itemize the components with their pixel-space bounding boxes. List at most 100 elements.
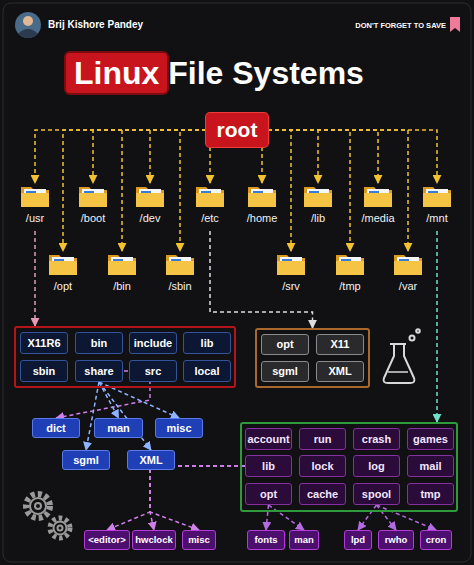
folder-back [21,187,49,207]
folder-back [136,187,164,207]
folder-front [336,261,364,275]
folder-icon [48,251,78,277]
folder-back [248,187,276,207]
node-label: man [294,535,314,545]
directory-box: cache [299,483,346,505]
dashed-connector [209,147,211,183]
folder-front [364,193,392,207]
dashed-connector [268,130,437,183]
node-label: tmp [420,488,440,500]
directory-box: man [289,530,319,550]
directory-box: lpd [344,530,372,550]
directory-box: crash [353,428,400,450]
node-label: /opt [54,280,72,292]
node-label: hwclock [135,535,173,545]
dashed-connector [107,466,245,530]
folder-back [108,255,136,275]
dashed-connector [86,382,99,450]
dashed-connector [261,147,263,183]
directory-box: fonts [247,530,285,550]
folder-icon [422,183,452,209]
folder-back [304,187,332,207]
folder-icon [165,251,195,277]
node-label: root [217,118,258,141]
folder-back [394,255,422,275]
node-label: misc [188,535,210,545]
folder-back [166,255,194,275]
directory-box: include [129,332,177,354]
node-label: include [134,337,173,349]
directory-box: lock [299,455,346,477]
directory-box: sgml [62,450,110,470]
folder-icon [393,251,423,277]
directory-box: local [183,360,231,382]
directory-box: XML [127,450,175,470]
directory-box: hwclock [132,530,176,550]
dashed-connector [358,505,377,530]
directory-box: XML [316,361,364,382]
node-label: share [84,365,113,377]
directory-box: account [245,428,292,450]
node-label: /sbin [168,280,191,292]
node-label: /bin [113,280,131,292]
directory-box: mail [407,455,454,477]
group-box: accountruncrashgamesliblocklogmailoptcac… [240,422,458,512]
folder-front [423,193,451,207]
dashed-connector [34,231,36,326]
folder-back [49,255,77,275]
dashed-connector [210,231,313,328]
folder-icon [107,251,137,277]
folder-node: /sbin [158,251,202,299]
group-box: optX11sgmlXML [255,328,370,388]
folder-icon [20,183,50,209]
node-label: opt [276,338,293,350]
node-label: account [247,433,289,445]
folder-front [394,261,422,275]
folder-front [49,261,77,275]
node-label: src [145,365,162,377]
node-label: cron [426,535,447,545]
dashed-connector [93,130,206,183]
node-label: rwho [385,535,408,545]
folder-node: /bin [100,251,144,299]
node-label: run [314,433,332,445]
node-label: log [368,460,385,472]
folder-icon [276,251,306,277]
folder-icon [335,251,365,277]
folder-front [196,193,224,207]
node-label: opt [260,488,277,500]
node-label: /lib [311,212,325,224]
node-label: /mnt [426,212,447,224]
flask-icon [384,329,420,383]
dashed-connector [150,466,245,530]
directory-box: misc [155,418,203,438]
folder-node: /boot [71,183,115,231]
folder-icon [78,183,108,209]
folder-back [364,187,392,207]
save-note: DON'T FORGET TO SAVE [355,21,446,30]
directory-box: cron [420,530,452,550]
folder-node: /dev [128,183,172,231]
node-label: crash [362,433,391,445]
folder-node: /var [386,251,430,299]
folder-front [21,193,49,207]
node-label: misc [166,422,191,434]
folder-icon [247,183,277,209]
folder-front [304,193,332,207]
node-label: /var [399,280,417,292]
dashed-connector [99,382,151,450]
folder-node: /usr [13,183,57,231]
dashed-connector [266,505,269,530]
folder-node: /etc [188,183,232,231]
folder-front [136,193,164,207]
author-name: Brij Kishore Pandey [48,19,143,30]
folder-node: /tmp [328,251,372,299]
dashed-connector [63,130,206,251]
dashed-connector [377,505,437,530]
dashed-connector [377,505,397,530]
group-box: X11R6binincludelibsbinsharesrclocal [14,326,236,388]
node-label: sgml [73,454,99,466]
folder-node: /media [356,183,400,231]
bookmark-icon [450,17,460,32]
